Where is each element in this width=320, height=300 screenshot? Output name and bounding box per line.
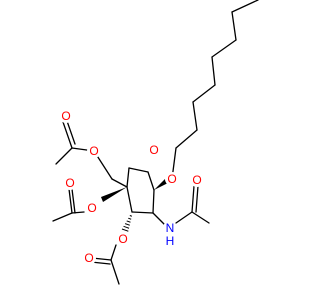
hash-segment [128, 217, 132, 220]
ring-oxygen: O [147, 143, 161, 157]
c6-ester-oxygen: O [87, 144, 101, 158]
amide-nitrogen: N H [163, 221, 177, 248]
ring-oxygen-label: O [149, 143, 158, 157]
anomeric-oxygen-label: O [167, 172, 176, 186]
amide-nitrogen-label: N [166, 221, 175, 235]
hash-segment [126, 220, 131, 223]
c3-carbonyl-oxygen: O [82, 251, 96, 265]
c2-acetamido [152, 185, 210, 227]
c4-carbonyl-oxygen: O [63, 176, 77, 190]
amide-carbonyl-oxygen: O [190, 173, 204, 187]
c3-acetoxy [90, 244, 120, 285]
amide-hydrogen-label: H [166, 234, 175, 248]
c6-carbonyl-oxygen: O [59, 109, 73, 123]
c4-ester-oxygen: O [85, 201, 99, 215]
c3-ester-oxygen: O [116, 232, 130, 246]
c4-ester-oxygen-label: O [87, 201, 96, 215]
c6-ester-oxygen-label: O [89, 144, 98, 158]
c3-ester-oxygen-label: O [118, 232, 127, 246]
pyranose-ring [126, 167, 155, 214]
c3-carbonyl-oxygen-label: O [84, 251, 93, 265]
c4-acetoxy [52, 187, 127, 222]
c1-wedge-bond [154, 179, 168, 190]
hash-segment [129, 215, 133, 217]
amide-carbonyl-oxygen-label: O [192, 173, 201, 187]
hash-segment [123, 225, 130, 229]
c6-carbonyl-oxygen-label: O [61, 109, 70, 123]
c3-hashed-bond [121, 215, 133, 232]
anomeric-oxygen: O [165, 172, 179, 186]
c4-carbonyl-oxygen-label: O [65, 176, 74, 190]
molecule-structure: O O O O O O O O N H O [52, 0, 259, 285]
hash-segment [121, 228, 129, 232]
hash-segment [124, 223, 130, 226]
nonyl-chain [171, 0, 259, 180]
